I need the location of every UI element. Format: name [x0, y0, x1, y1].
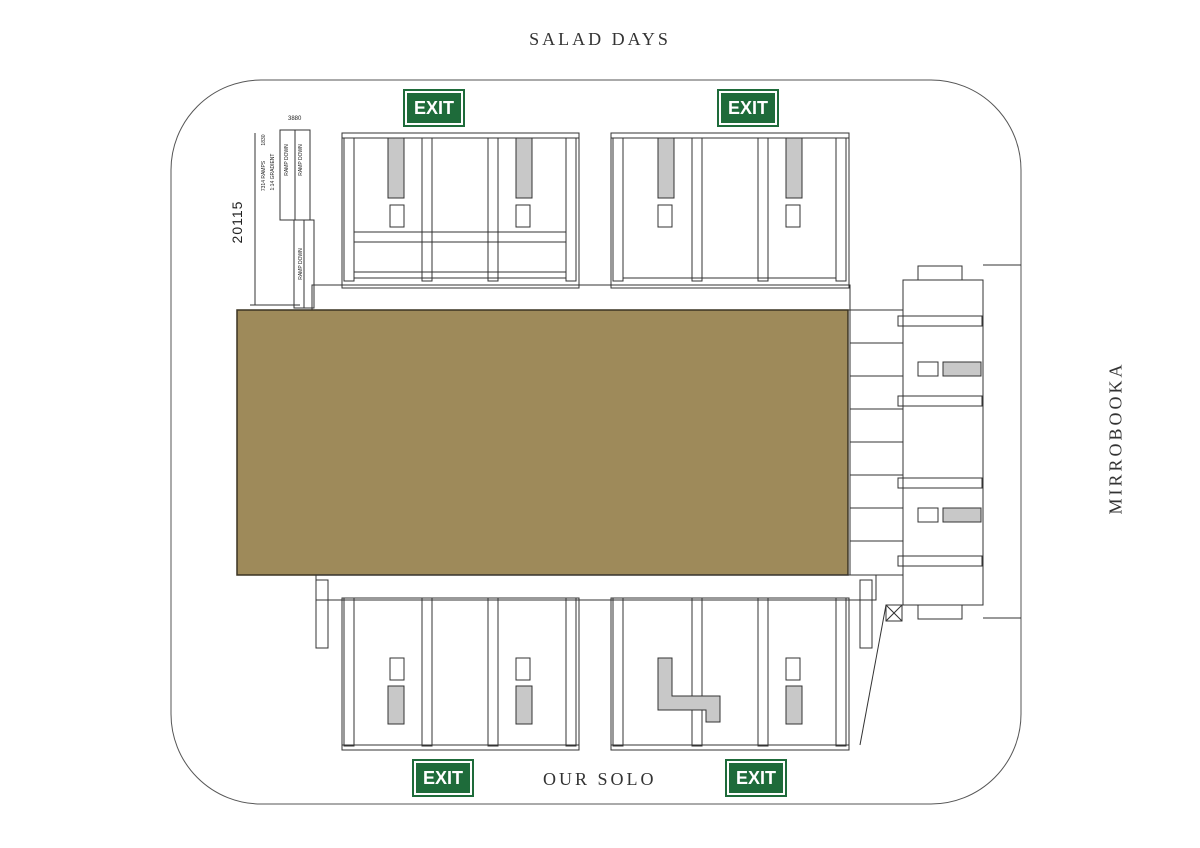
exit-sign-bottom-right: EXIT: [725, 759, 787, 797]
exit-sign-label: EXIT: [422, 767, 463, 788]
south-concourse: [315, 574, 877, 601]
playing-field: [236, 309, 849, 576]
dimension-small: 1830: [261, 134, 267, 146]
exit-sign-label: EXIT: [735, 767, 776, 788]
ramp-down-label: RAMP DOWN: [298, 248, 304, 280]
exit-sign-top-right: EXIT: [717, 89, 779, 127]
ramp-tower: [250, 129, 315, 309]
exit-sign-bottom-left: EXIT: [412, 759, 474, 797]
ramp-down-label: RAMP DOWN: [284, 144, 290, 176]
dimension-height: 20115: [229, 200, 245, 244]
stand-bottom-left: [315, 579, 580, 751]
stand-top-right: [610, 132, 850, 289]
stand-top-left: [341, 132, 580, 289]
exit-sign-label: EXIT: [727, 97, 768, 118]
street-label-bottom: OUR SOLO: [543, 769, 657, 789]
stand-east: [849, 264, 1021, 746]
ramp-down-label: RAMP DOWN: [298, 144, 304, 176]
north-concourse: [311, 284, 851, 311]
dimension-ramps: 7314 RAMPS: [261, 160, 267, 192]
dimension-width: 3880: [288, 116, 302, 122]
street-label-top: SALAD DAYS: [529, 29, 671, 49]
street-label-right: MIRROBOOKA: [1105, 361, 1126, 515]
exit-sign-label: EXIT: [413, 97, 454, 118]
stand-bottom-right: [610, 579, 903, 751]
exit-sign-top-left: EXIT: [403, 89, 465, 127]
dimension-gradient: 1:14 GRADIENT: [270, 153, 276, 191]
